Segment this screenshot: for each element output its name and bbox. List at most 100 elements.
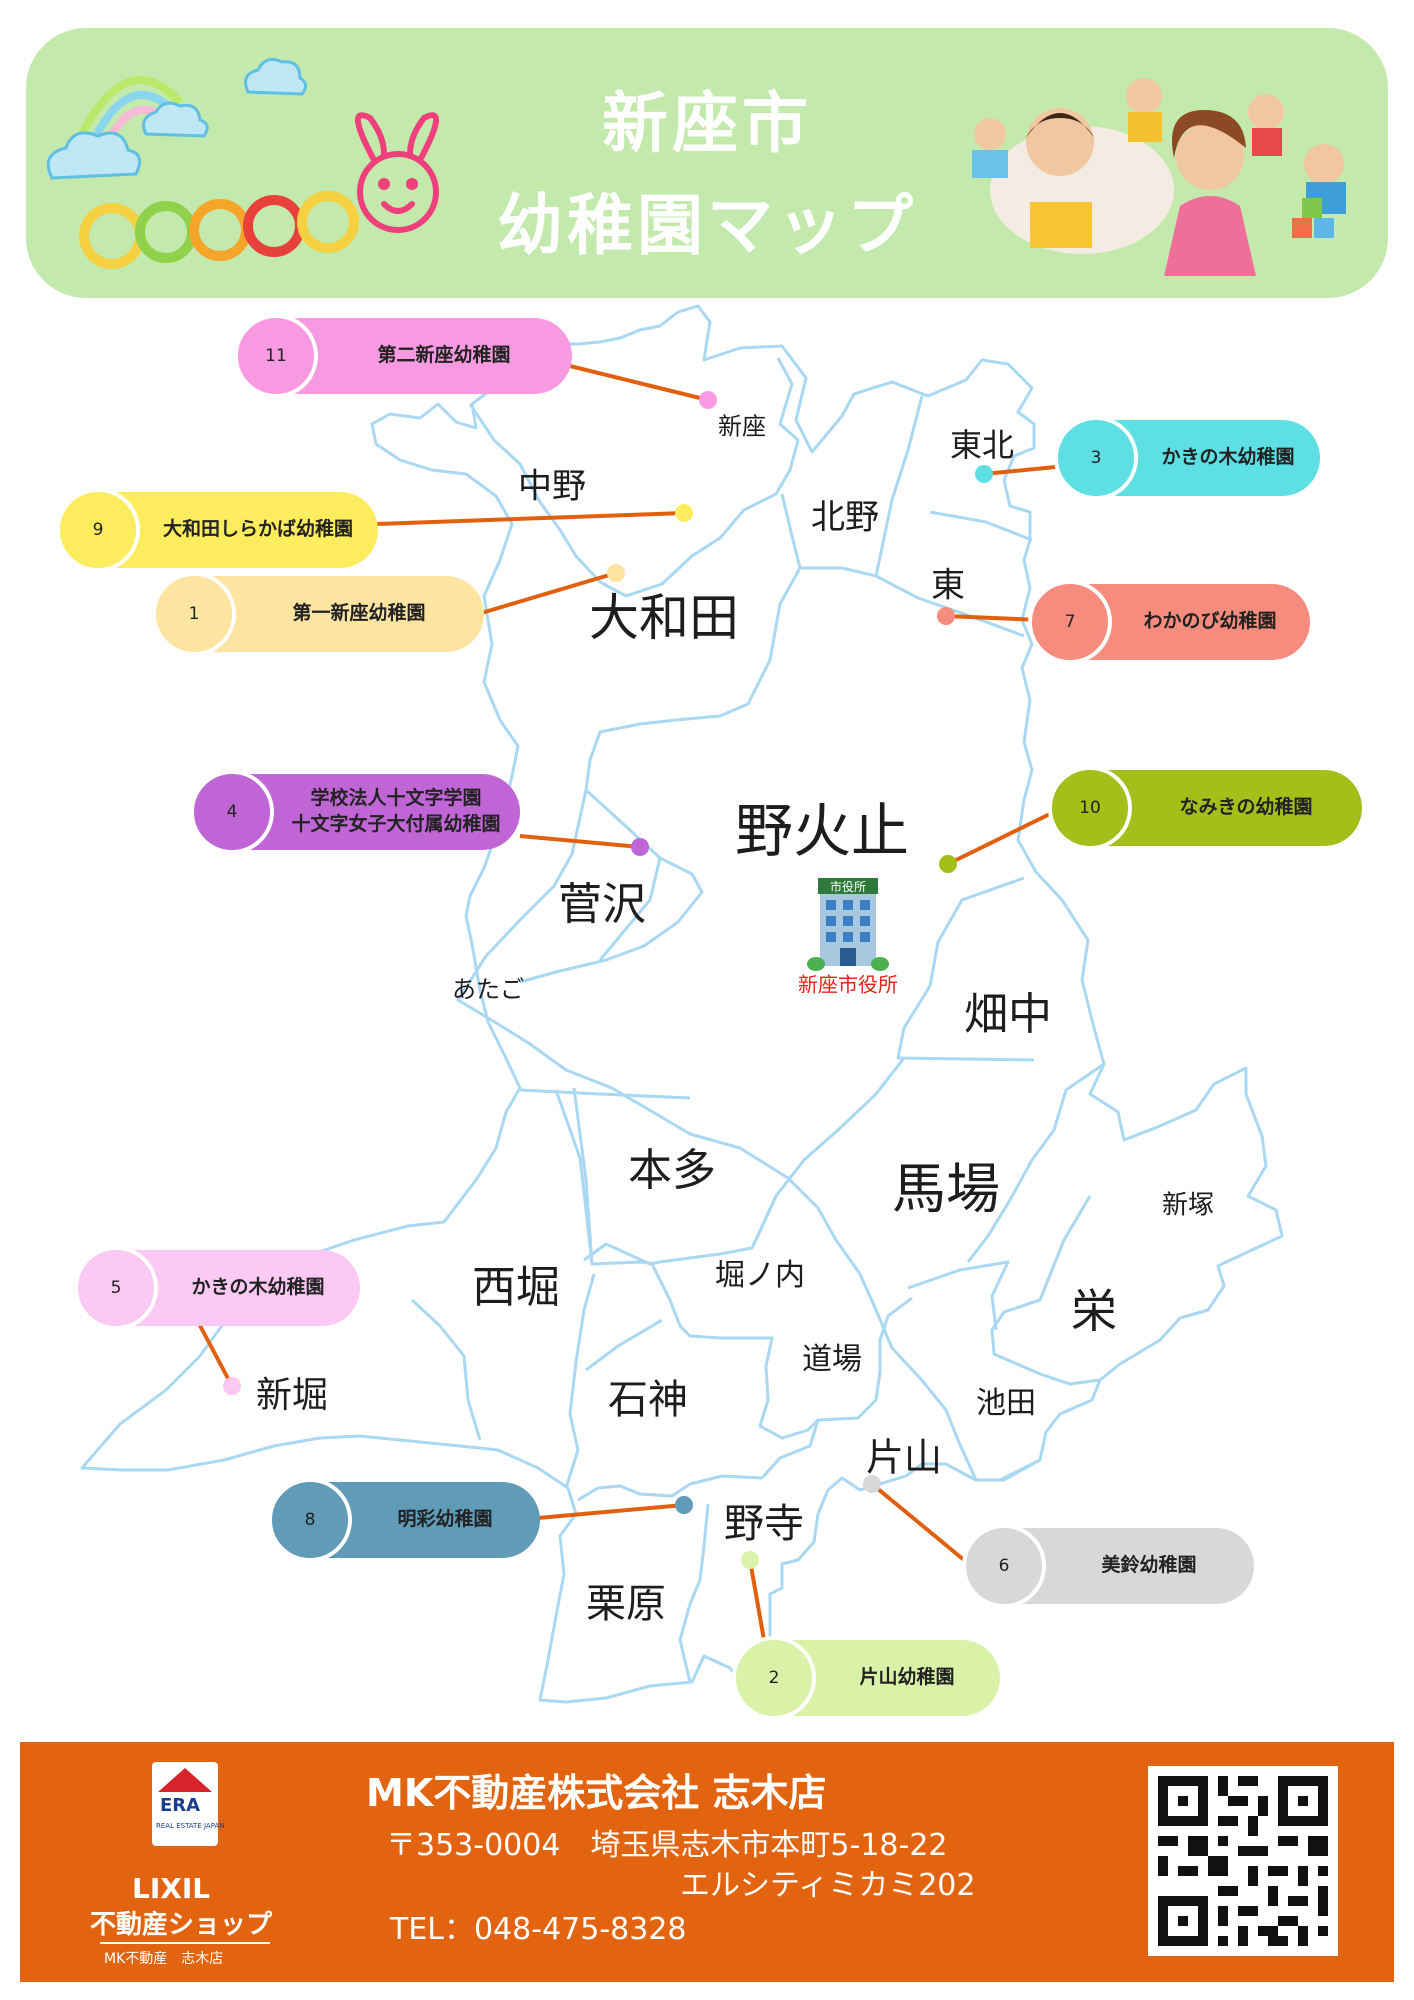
kindergarten-name: 第一新座幼稚園 [244,576,474,652]
kindergarten-callout[interactable]: 10 なみきの幼稚園 [1048,766,1362,850]
area-label: 道場 [802,1342,862,1377]
area-label: 栗原 [586,1581,666,1627]
kindergarten-name-line: 美鈴幼稚園 [1101,1554,1197,1577]
kindergarten-number: 6 [962,1524,1046,1608]
kindergarten-name: 大和田しらかば幼稚園 [148,492,368,568]
kindergarten-marker[interactable] [863,1475,881,1493]
kindergarten-marker[interactable] [741,1551,759,1569]
area-label: 新堀 [255,1375,329,1416]
area-label: 東北 [949,426,1015,464]
area-label: 新塚 [1161,1190,1215,1221]
area-label: 本多 [628,1145,716,1196]
kindergarten-callout[interactable]: 6 美鈴幼稚園 [962,1524,1254,1608]
kindergarten-name: 明彩幼稚園 [360,1482,530,1558]
area-label: 菅沢 [558,879,646,930]
kindergarten-name: かきの木幼稚園 [1146,420,1310,496]
kindergarten-number: 10 [1048,766,1132,850]
kindergarten-number: 7 [1028,580,1112,664]
area-label: 栄 [1071,1284,1117,1338]
kindergarten-marker[interactable] [699,391,717,409]
leader-line [375,511,685,526]
area-label: 堀ノ内 [715,1258,805,1293]
kindergarten-name: 美鈴幼稚園 [1054,1528,1244,1604]
company-name: MK不動産株式会社 志木店 [366,1771,827,1815]
era-logo-subtext: REAL ESTATE JAPAN [156,1822,225,1830]
leader-line [748,1559,766,1641]
kindergarten-number: 9 [56,488,140,572]
bunny-doodle-icon [354,112,440,233]
kindergarten-number: 8 [268,1478,352,1562]
kindergarten-name-line: 大和田しらかば幼稚園 [162,518,353,541]
leader-line [947,806,1063,866]
kindergarten-callout[interactable]: 5 かきの木幼稚園 [74,1246,360,1330]
company-building: エルシティミカミ202 [680,1868,976,1903]
area-label: あたご [452,975,524,1004]
cloud-icon [46,57,307,180]
area-label: 北野 [811,497,879,538]
city-hall-icon[interactable]: 市役所 [806,876,890,972]
kindergarten-name: 第二新座幼稚園 [326,318,562,394]
company-phone[interactable]: TEL：048-475-8328 [390,1912,687,1947]
kindergarten-number: 1 [152,572,236,656]
kindergarten-dots [223,391,993,1569]
kindergarten-number: 5 [74,1246,158,1330]
kindergarten-name: 片山幼稚園 [824,1640,990,1716]
leader-lines [194,364,1067,1641]
kindergarten-marker[interactable] [675,1496,693,1514]
area-label: 東 [931,565,965,606]
kindergarten-number: 3 [1054,416,1138,500]
map-area-borders [80,304,1284,1704]
kindergarten-name: わかのび幼稚園 [1120,584,1300,660]
page-title: 新座市 [602,85,812,162]
kindergarten-number: 2 [732,1636,816,1720]
qr-code[interactable] [1148,1766,1338,1956]
kindergarten-callout[interactable]: 9 大和田しらかば幼稚園 [56,488,378,572]
kindergarten-marker[interactable] [675,504,693,522]
kindergarten-name-line: なみきの幼稚園 [1179,796,1313,819]
kindergarten-callout[interactable]: 8 明彩幼稚園 [268,1478,540,1562]
kindergarten-name-line: 明彩幼稚園 [397,1508,493,1531]
city-hall-label: 新座市役所 [798,972,898,997]
era-logo [152,1762,218,1846]
city-map [80,304,1284,1704]
area-label: 片山 [865,1435,943,1480]
area-label: 馬場 [892,1157,1000,1221]
leader-line [569,364,709,402]
kindergarten-name-line: かきの木幼稚園 [191,1276,325,1299]
kindergarten-marker[interactable] [607,564,625,582]
area-label: 石神 [608,1377,688,1423]
lixil-shop-text: 不動産ショップ [90,1910,273,1940]
kindergarten-name: かきの木幼稚園 [166,1250,350,1326]
kindergarten-marker[interactable] [631,838,649,856]
leader-line [519,834,641,849]
header-illustrations [46,57,1346,276]
kindergarten-number: 4 [190,770,274,854]
kindergarten-name-line: 片山幼稚園 [859,1666,955,1689]
area-label: 西堀 [472,1262,560,1313]
area-label: 中野 [518,466,586,507]
kindergarten-marker[interactable] [223,1377,241,1395]
logo-divider [100,1942,270,1944]
kindergarten-callout[interactable]: 1 第一新座幼稚園 [152,572,484,656]
city-hall-sign: 市役所 [830,879,866,894]
kindergarten-marker[interactable] [937,607,955,625]
kindergarten-name-line: 十文字女子大付属幼稚園 [291,813,501,835]
kindergarten-number: 11 [234,314,318,398]
area-label: 池田 [976,1386,1036,1421]
kindergarten-callout[interactable]: 2 片山幼稚園 [732,1636,1000,1720]
logo-branch-text: MK不動産 志木店 [104,1951,224,1967]
kindergarten-name-line: 第一新座幼稚園 [292,602,426,625]
company-address: 〒353-0004 埼玉県志木市本町5-18-22 [386,1828,948,1863]
leader-line [983,464,1067,476]
leader-line [477,571,617,616]
kindergarten-marker[interactable] [975,465,993,483]
leader-line [870,1482,966,1562]
area-label: 畑中 [964,989,1052,1040]
kindergarten-marker[interactable] [939,855,957,873]
page-subtitle: 幼稚園マップ [497,187,917,264]
era-logo-text: ERA [160,1795,201,1816]
